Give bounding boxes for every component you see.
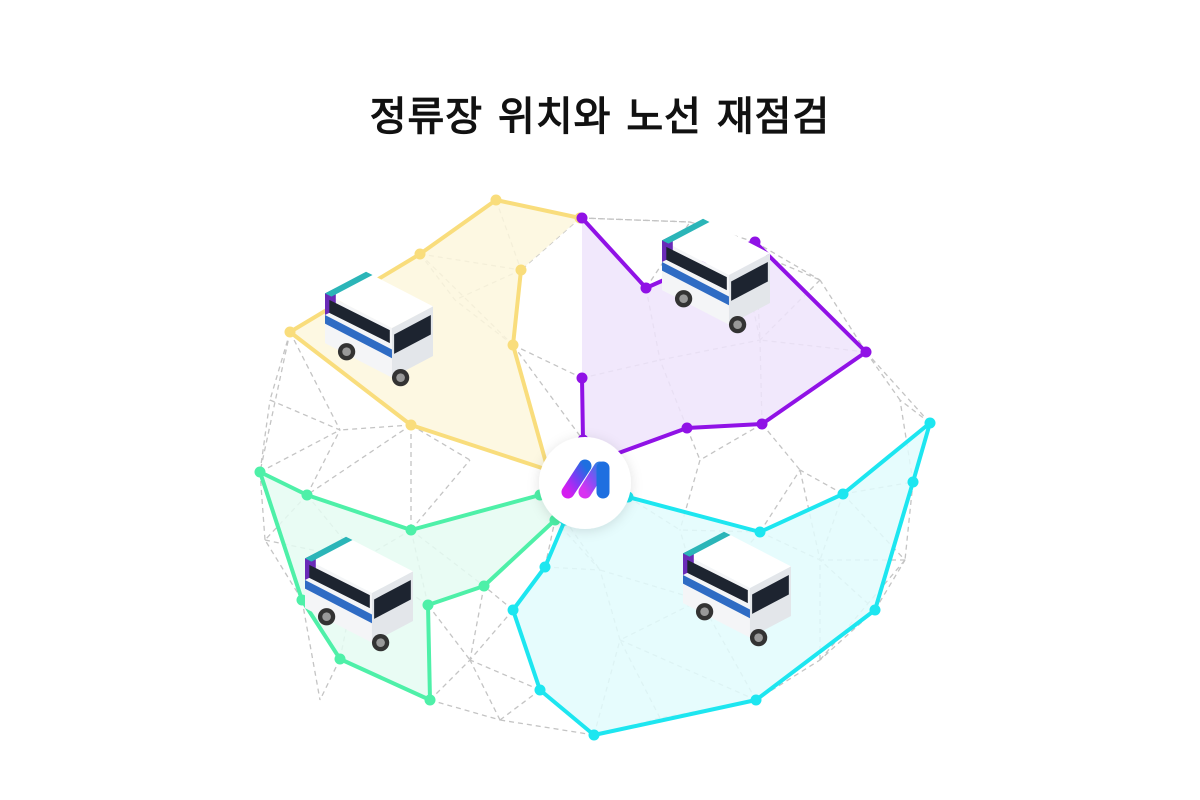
network-link <box>289 331 341 431</box>
bus-stop-node <box>334 653 346 665</box>
network-link <box>865 351 931 424</box>
bus-stop-node <box>869 604 881 616</box>
network-link <box>581 217 691 223</box>
network-link <box>512 344 583 379</box>
network-link <box>259 331 291 473</box>
network-link <box>679 459 701 531</box>
network-link <box>429 659 471 701</box>
route-line <box>288 198 581 472</box>
bus-stop-node <box>284 326 296 338</box>
bus-stop-node <box>296 594 308 606</box>
network-link <box>739 245 821 281</box>
bus-stop-node <box>681 422 693 434</box>
route-line <box>511 421 932 737</box>
network-link <box>264 539 303 601</box>
bus-stop-node <box>424 694 436 706</box>
network-link <box>469 659 501 721</box>
bus-stop-node <box>301 489 313 501</box>
network-link <box>410 424 471 461</box>
network-link <box>306 424 412 496</box>
bus-stop-node <box>422 599 434 611</box>
bus-stop-node <box>924 417 936 429</box>
bus-stop-node <box>478 580 490 592</box>
network-link <box>865 351 901 401</box>
bus-stop-node <box>405 524 417 536</box>
network-link <box>754 241 821 281</box>
bus-stop-node <box>490 194 502 206</box>
network-link <box>429 699 501 721</box>
bus-stop-node <box>837 488 849 500</box>
network-link <box>499 689 541 721</box>
bus-stop-node <box>576 212 588 224</box>
network-link <box>469 659 541 691</box>
network-link <box>761 423 801 471</box>
bus-stop-node <box>640 282 652 294</box>
route-line <box>258 470 557 702</box>
network-link <box>259 429 341 473</box>
route-area <box>582 218 866 458</box>
bus-stop-node <box>254 466 266 478</box>
bus-stop-node <box>507 604 519 616</box>
bus-stop-node <box>515 264 527 276</box>
page-title: 정류장 위치와 노선 재점검 <box>369 94 831 140</box>
bus-stop-node <box>907 476 919 488</box>
bus-stop-node <box>507 339 519 351</box>
bus-stop-node <box>754 526 766 538</box>
network-link <box>259 399 271 473</box>
network-link <box>499 719 595 736</box>
network-link <box>799 469 844 495</box>
bus-stop-node <box>860 346 872 358</box>
network-link <box>410 459 471 531</box>
network-link <box>319 658 341 701</box>
network-link <box>427 604 471 661</box>
bus-stop-node <box>405 419 417 431</box>
network-link <box>579 217 691 223</box>
bus-stop-node <box>414 248 426 260</box>
network-link <box>469 585 485 661</box>
bus-stop-node <box>756 418 768 430</box>
network-link <box>339 424 412 431</box>
brand-m-logo-icon <box>561 459 610 499</box>
network-link <box>904 481 914 561</box>
network-link <box>874 559 906 611</box>
network-link <box>306 429 341 496</box>
network-link <box>512 344 584 441</box>
bus-stop-node <box>588 729 600 741</box>
network-link <box>699 423 763 461</box>
network-link <box>686 427 701 461</box>
bus-stop-node <box>750 694 762 706</box>
network-link <box>544 519 556 568</box>
network-link <box>483 585 514 611</box>
network-link <box>899 399 931 424</box>
route-area <box>290 200 580 470</box>
network-link <box>269 331 291 401</box>
network-link <box>259 471 266 541</box>
network-link <box>469 609 514 661</box>
network-link <box>759 469 801 533</box>
network-link <box>301 599 321 701</box>
bus-stop-node <box>576 372 588 384</box>
center-hub <box>539 437 631 529</box>
network-link <box>269 399 341 431</box>
bus-stop-node <box>539 561 551 573</box>
bus-stop-node <box>534 684 546 696</box>
